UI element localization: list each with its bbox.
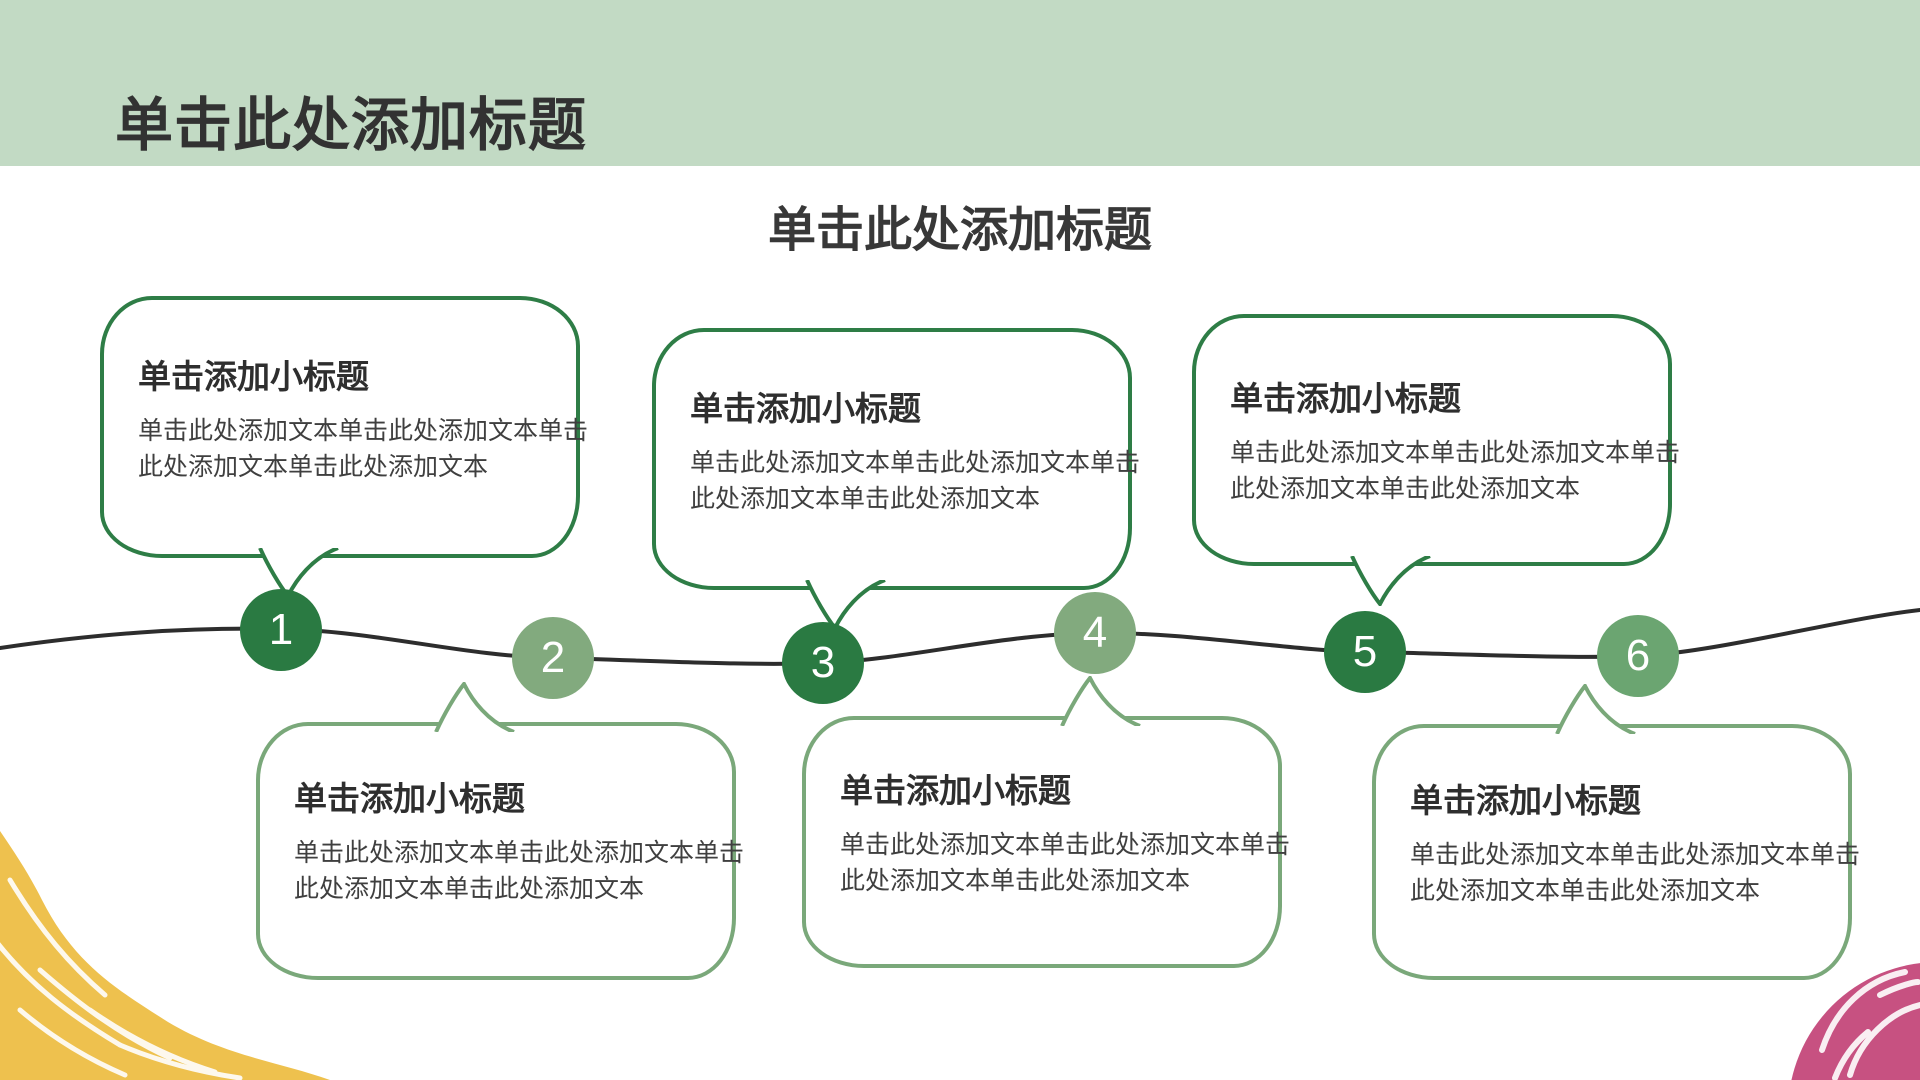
bubble-body-text: 单击此处添加文本单击此处添加文本单击此处添加文本单击此处添加文本 [690,449,1141,513]
bubble-subtitle: 单击添加小标题 [138,358,369,395]
bubble-body-text: 单击此处添加文本单击此处添加文本单击此处添加文本单击此处添加文本 [294,839,745,903]
node-number: 5 [1352,627,1378,676]
bubble-tail-icon [1350,556,1431,606]
timeline-node-3[interactable]: 3 [782,622,864,704]
callout-bubble-6[interactable]: 单击添加小标题 单击此处添加文本单击此处添加文本单击此处添加文本单击此处添加文本 [1372,684,1860,980]
node-number: 3 [810,638,836,687]
timeline-node-2[interactable]: 2 [512,617,594,699]
slide-header: 单击此处添加标题 [0,0,1920,166]
timeline-node-5[interactable]: 5 [1324,611,1406,693]
bubble-body-text: 单击此处添加文本单击此处添加文本单击此处添加文本单击此处添加文本 [138,417,589,481]
bubble-tail-icon [1555,684,1636,734]
page-title[interactable]: 单击此处添加标题 [115,93,588,158]
timeline-node-1[interactable]: 1 [240,589,322,671]
bubble-tail-icon [1060,676,1141,726]
callout-bubble-2[interactable]: 单击添加小标题 单击此处添加文本单击此处添加文本单击此处添加文本单击此处添加文本 [256,682,744,980]
node-number: 4 [1082,608,1108,657]
callout-bubble-3[interactable]: 单击添加小标题 单击此处添加文本单击此处添加文本单击此处添加文本单击此处添加文本 [652,328,1140,630]
bubble-tail-icon [434,682,515,732]
callout-bubble-1[interactable]: 单击添加小标题 单击此处添加文本单击此处添加文本单击此处添加文本单击此处添加文本 [100,296,588,598]
bubble-body-text: 单击此处添加文本单击此处添加文本单击此处添加文本单击此处添加文本 [840,831,1291,895]
section-title[interactable]: 单击此处添加标题 [767,204,1152,257]
timeline-node-6[interactable]: 6 [1597,615,1679,697]
node-number: 2 [540,633,566,682]
bubble-subtitle: 单击添加小标题 [1230,380,1461,417]
callout-bubble-4[interactable]: 单击添加小标题 单击此处添加文本单击此处添加文本单击此处添加文本单击此处添加文本 [802,676,1290,968]
node-number: 1 [268,605,294,654]
bubble-subtitle: 单击添加小标题 [294,780,525,817]
node-number: 6 [1625,631,1651,680]
bubble-body-text: 单击此处添加文本单击此处添加文本单击此处添加文本单击此处添加文本 [1230,439,1681,503]
bubble-body-text: 单击此处添加文本单击此处添加文本单击此处添加文本单击此处添加文本 [1410,841,1861,905]
bubble-subtitle: 单击添加小标题 [690,390,921,427]
bubble-subtitle: 单击添加小标题 [840,772,1071,809]
timeline-node-4[interactable]: 4 [1054,592,1136,674]
callout-bubble-5[interactable]: 单击添加小标题 单击此处添加文本单击此处添加文本单击此处添加文本单击此处添加文本 [1192,314,1680,606]
bubble-subtitle: 单击添加小标题 [1410,782,1641,819]
